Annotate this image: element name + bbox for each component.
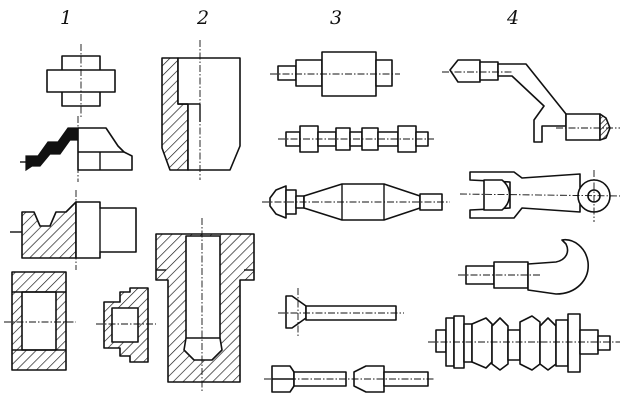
column-label-3: 3 <box>330 7 342 29</box>
poppet-valve <box>278 288 404 338</box>
column-label-2: 2 <box>196 7 209 29</box>
crane-hook <box>458 238 589 295</box>
bolt-blank-and-cone-blank <box>264 365 434 393</box>
stepped-boss-half-section <box>20 116 133 182</box>
flanged-bushing-section <box>96 287 156 363</box>
grooved-forging-half-section <box>10 190 137 270</box>
forked-lever <box>459 170 621 222</box>
flanged-block <box>46 44 116 118</box>
stepped-shaft <box>270 51 400 97</box>
ring-section <box>4 271 76 371</box>
tapered-bushing-section <box>161 40 241 180</box>
crankshaft <box>428 313 620 373</box>
multi-step-shaft <box>278 125 434 153</box>
double-cone-shaft <box>262 183 450 221</box>
column-label-4: 4 <box>506 7 519 29</box>
column-label-1: 1 <box>60 7 72 29</box>
stepped-die-section <box>155 218 255 392</box>
bent-crank-lever <box>442 59 620 143</box>
